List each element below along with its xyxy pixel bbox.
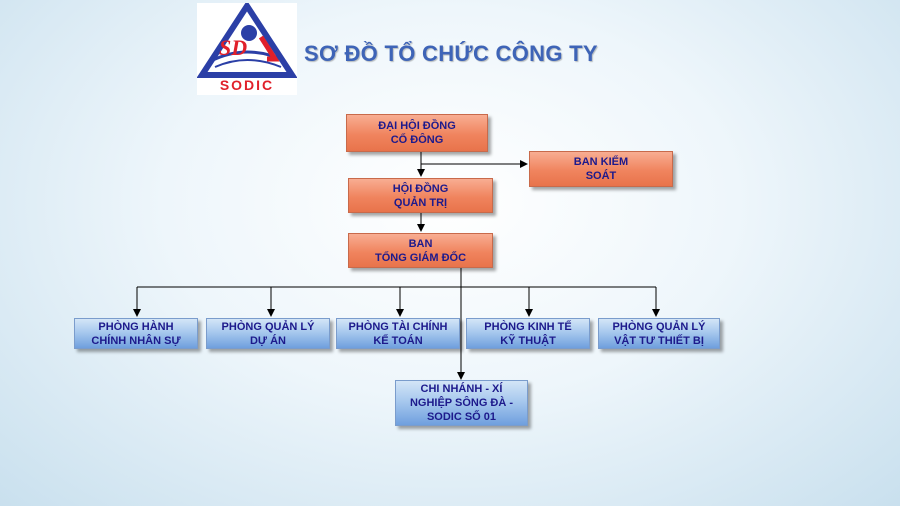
logo-text: SODIC xyxy=(219,77,275,93)
logo-emblem-icon: SD xyxy=(197,3,297,78)
node-ban-tong-giam-doc: BAN TỔNG GIÁM ĐỐC xyxy=(348,233,493,268)
node-phong-kinh-te-ky-thuat: PHÒNG KINH TẾ KỸ THUẬT xyxy=(466,318,590,349)
node-ban-kiem-soat: BAN KIỂM SOÁT xyxy=(529,151,673,187)
node-phong-hanh-chinh-nhan-su: PHÒNG HÀNH CHÍNH NHÂN SỰ xyxy=(74,318,198,349)
company-logo: SD SODIC xyxy=(197,3,297,95)
node-chi-nhanh-sodic-01: CHI NHÁNH - XÍ NGHIỆP SÔNG ĐÀ - SODIC SỐ… xyxy=(395,380,528,426)
node-phong-quan-ly-du-an: PHÒNG QUẢN LÝ DỰ ÁN xyxy=(206,318,330,349)
node-dai-hoi-dong-co-dong: ĐẠI HỘI ĐỒNG CỔ ĐÔNG xyxy=(346,114,488,152)
node-hoi-dong-quan-tri: HỘI ĐỒNG QUẢN TRỊ xyxy=(348,178,493,213)
node-phong-quan-ly-vat-tu: PHÒNG QUẢN LÝ VẬT TƯ THIẾT BỊ xyxy=(598,318,720,349)
node-phong-tai-chinh-ke-toan: PHÒNG TÀI CHÍNH KẾ TOÁN xyxy=(336,318,460,349)
svg-text:SD: SD xyxy=(219,35,247,60)
page-title: SƠ ĐỒ TỔ CHỨC CÔNG TY xyxy=(304,41,598,66)
